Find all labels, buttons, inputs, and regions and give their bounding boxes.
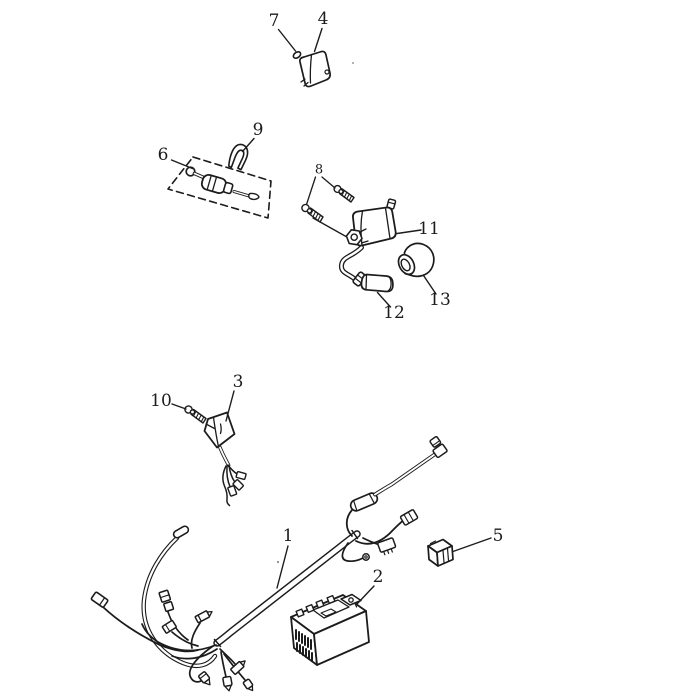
leader-line-2 [356,585,375,605]
dashed-service-box [167,156,272,219]
callout-12-label: 12 [383,303,405,323]
leader-line-8-lower [305,176,317,206]
leader-line-8-to-coil [312,217,347,238]
harness-spade-terminal [194,610,213,624]
leader-line-9 [241,137,255,153]
callout-5-label: 5 [493,526,504,546]
callout-13-label: 13 [429,290,451,310]
harness-bullet-terminal [242,678,254,692]
leader-line-12 [376,291,392,308]
leader-line-4 [313,27,323,53]
leader-line-8-upper [321,176,336,189]
harness-top-connector [429,436,448,459]
callout-2-label: 2 [373,567,384,587]
paper-specks [276,62,354,564]
part-3-cdi-unit [203,411,247,507]
part-4-relay-box [298,50,332,88]
callout-labels: 1 2 3 4 5 6 7 8 9 10 11 12 13 [150,9,503,587]
leader-line-3 [225,390,235,422]
leader-line-7 [277,28,297,52]
callout-8-label: 8 [315,163,323,178]
harness-connector [158,589,175,613]
harness-bullet-terminal [198,671,211,686]
part-5-relay [427,538,454,567]
part-12-spark-plug-cap [338,245,394,293]
leader-line-13 [422,274,437,295]
leader-line-10 [171,403,187,410]
callout-10-label: 10 [150,391,172,411]
callout-3-label: 3 [233,372,244,392]
callout-6-label: 6 [158,145,169,165]
part-11-ignition-coil [345,198,397,247]
callout-4-label: 4 [318,9,329,29]
callout-1-label: 1 [283,526,294,546]
part-2-battery [290,593,370,666]
callout-9-label: 9 [253,120,264,140]
harness-spade-terminal [230,660,246,675]
leader-line-1 [276,545,289,589]
callout-7-label: 7 [269,11,280,31]
battery-cell-stripes [295,629,313,662]
leader-line-6 [170,159,194,170]
callout-11-label: 11 [418,219,440,239]
leader-line-11 [396,229,422,235]
part-6-switch-assembly [167,156,272,219]
leader-line-5 [452,537,492,553]
part-7-grommet [292,51,302,59]
part-1-wiring-harness [90,436,448,692]
part-8-mounting-screws [301,184,355,223]
harness-bullet-terminal [222,675,233,692]
part-10-screw [184,405,207,424]
part-13-plug-cap-cover [397,242,435,278]
harness-connector [161,619,177,634]
